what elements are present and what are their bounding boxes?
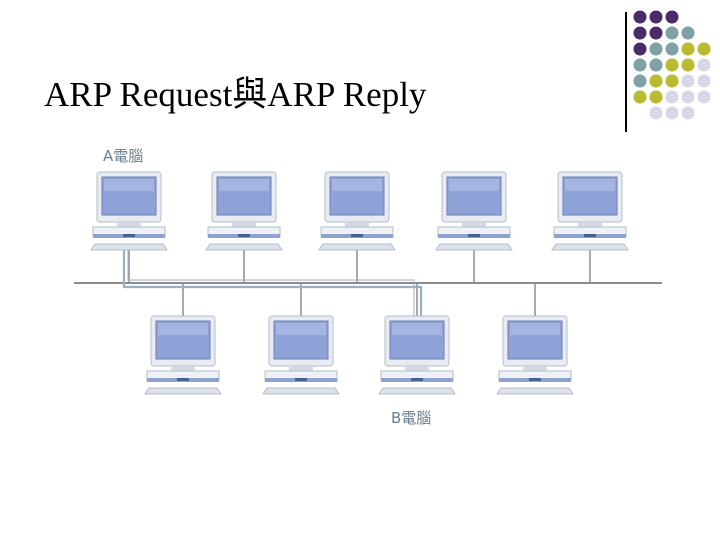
computer-b — [379, 316, 455, 394]
computer-b-label: B電腦 — [391, 407, 431, 428]
computer-a — [91, 172, 167, 250]
computer-top-4 — [436, 172, 512, 250]
computer-top-5 — [552, 172, 628, 250]
computer-bottom-2 — [263, 316, 339, 394]
computer-bottom-1 — [145, 316, 221, 394]
computer-top-3 — [319, 172, 395, 250]
computer-bottom-4 — [497, 316, 573, 394]
computer-top-2 — [206, 172, 282, 250]
computer-a-label: A電腦 — [103, 145, 143, 166]
